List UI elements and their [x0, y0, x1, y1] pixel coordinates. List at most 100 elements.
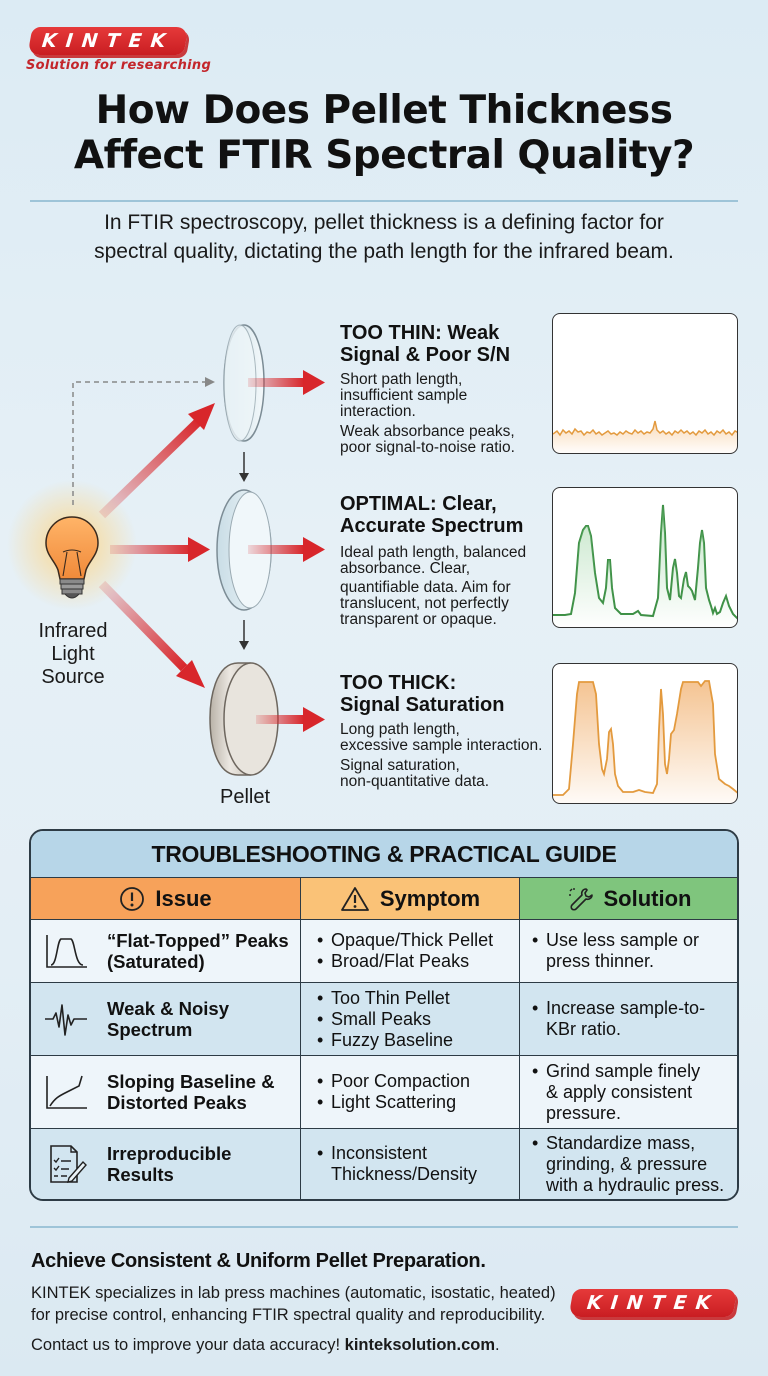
title-line-1: How Does Pellet Thickness	[95, 88, 673, 133]
table-row: Irreproducible Results Inconsistent Thic…	[31, 1129, 737, 1199]
stage-optimal-title: OPTIMAL: Clear, Accurate Spectrum	[340, 493, 523, 537]
solution-line: Standardize mass,	[546, 1132, 696, 1153]
stage-thick-desc: Long path length, excessive sample inter…	[340, 722, 542, 794]
solution-cell: Grind sample finely & apply consistent p…	[519, 1056, 737, 1129]
symptom-cell: Inconsistent Thickness/Density	[300, 1129, 519, 1199]
thin-spectrum-chart	[552, 313, 738, 454]
beam-diagram-graphics	[7, 324, 325, 776]
optimal-pellet-icon	[216, 489, 272, 611]
desc-line: Signal saturation,	[340, 757, 460, 774]
table-header-row: Issue Symptom Solution	[31, 878, 737, 920]
stage-title-line: Accurate Spectrum	[340, 515, 524, 537]
logo-text: KINTEK	[585, 1292, 721, 1314]
footer-divider	[30, 1226, 738, 1228]
beam-to-optimal	[110, 537, 210, 562]
wrench-icon	[568, 887, 593, 911]
symptom-item: Fuzzy Baseline	[315, 1030, 453, 1051]
down-arrow-icon	[239, 452, 249, 482]
solution-item: Grind sample finely & apply consistent p…	[530, 1061, 700, 1124]
issue-cell: Sloping Baseline & Distorted Peaks	[31, 1056, 300, 1129]
desc-line: Short path length,	[340, 371, 463, 388]
symptom-cell: Poor Compaction Light Scattering	[300, 1056, 519, 1129]
pellet-thickness-diagram: Infrared Light Source Pellet TOO THIN: W…	[0, 300, 768, 820]
issue-text: Weak & Noisy Spectrum	[107, 998, 229, 1040]
solution-line: Increase sample-to-	[546, 998, 706, 1018]
stage-title-line: Signal & Poor S/N	[340, 344, 511, 366]
desc-line: poor signal-to-noise ratio.	[340, 439, 515, 456]
issue-line: (Saturated)	[107, 951, 205, 972]
desc-line: excessive sample interaction.	[340, 737, 543, 754]
symptom-line: Inconsistent	[331, 1143, 428, 1163]
pellet-label: Pellet	[219, 786, 271, 808]
header-issue-label: Issue	[155, 885, 212, 911]
desc-line: transparent or opaque.	[340, 611, 497, 628]
stage-thin-title: TOO THIN: Weak Signal & Poor S/N	[340, 322, 510, 366]
symptom-list: Opaque/Thick Pellet Broad/Flat Peaks	[315, 930, 493, 972]
light-bulb-icon	[45, 516, 99, 599]
symptom-item: Light Scattering	[315, 1092, 470, 1113]
symptom-item: Poor Compaction	[315, 1071, 470, 1092]
stage-thick-title: TOO THICK: Signal Saturation	[340, 672, 504, 716]
solution-list: Grind sample finely & apply consistent p…	[530, 1061, 700, 1124]
thick-spectrum-chart	[552, 663, 738, 804]
issue-line: “Flat-Topped” Peaks	[107, 930, 289, 951]
desc-paragraph: Short path length, insufficient sample i…	[340, 372, 515, 420]
table-row: Weak & Noisy Spectrum Too Thin Pellet Sm…	[31, 983, 737, 1056]
solution-line: pressure.	[546, 1102, 622, 1123]
contact-text: Contact us to improve your data accuracy…	[31, 1336, 345, 1354]
desc-line: interaction.	[340, 403, 416, 420]
source-label-line-3: Source	[41, 666, 105, 688]
dashed-arrowhead-icon	[205, 377, 215, 387]
table-title: TROUBLESHOOTING & PRACTICAL GUIDE	[31, 831, 737, 878]
solution-item: Increase sample-to- KBr ratio.	[530, 998, 705, 1040]
intro-line-1: In FTIR spectroscopy, pellet thickness i…	[104, 211, 664, 234]
title-line-2: Affect FTIR Spectral Quality?	[73, 133, 695, 178]
issue-line: Results	[107, 1164, 174, 1185]
kintek-logo: KINTEK	[27, 27, 189, 55]
logo-tagline: Solution for researching	[26, 58, 212, 73]
symptom-item: Broad/Flat Peaks	[315, 951, 493, 972]
source-label-line-2: Light	[51, 643, 95, 665]
exclamation-circle-icon	[120, 886, 145, 911]
header-symptom-label: Symptom	[379, 885, 481, 911]
document-checklist-icon	[50, 1145, 87, 1183]
issue-cell: Irreproducible Results	[31, 1129, 300, 1199]
noisy-spectrum-icon	[553, 420, 737, 453]
issue-line: Sloping Baseline &	[107, 1071, 275, 1092]
divider	[30, 200, 738, 202]
footer-description: KINTEK specializes in lab press machines…	[31, 1282, 591, 1326]
issue-line: Distorted Peaks	[107, 1092, 247, 1113]
down-arrow-icon	[239, 620, 249, 650]
issue-text: Sloping Baseline & Distorted Peaks	[107, 1071, 275, 1113]
header-solution: Solution	[519, 878, 737, 920]
symptom-list: Inconsistent Thickness/Density	[315, 1143, 477, 1185]
solution-cell: Use less sample or press thinner.	[519, 920, 737, 983]
desc-paragraph: Ideal path length, balanced absorbance. …	[340, 545, 526, 577]
source-label-line-1: Infrared	[38, 620, 108, 642]
issue-line: Weak & Noisy	[107, 998, 230, 1019]
exit-beam-thick	[256, 707, 325, 732]
website-link[interactable]: kinteksolution.com	[344, 1336, 496, 1354]
desc-line: insufficient sample	[340, 387, 468, 404]
table-row: “Flat-Topped” Peaks (Saturated) Opaque/T…	[31, 920, 737, 983]
stage-thin-desc: Short path length, insufficient sample i…	[340, 372, 515, 460]
optimal-spectrum-chart	[552, 487, 738, 628]
symptom-cell: Too Thin Pellet Small Peaks Fuzzy Baseli…	[300, 983, 519, 1056]
saturated-spectrum-icon	[553, 680, 737, 803]
desc-paragraph: Long path length, excessive sample inter…	[340, 722, 542, 754]
logo-text: KINTEK	[40, 30, 176, 52]
issue-text: Irreproducible Results	[107, 1143, 231, 1185]
troubleshooting-table: TROUBLESHOOTING & PRACTICAL GUIDE Issue …	[29, 829, 739, 1201]
noisy-signal-icon	[45, 1004, 87, 1036]
flat-top-peak-icon	[46, 935, 87, 968]
intro-text: In FTIR spectroscopy, pellet thickness i…	[20, 208, 748, 266]
desc-paragraph: quantifiable data. Aim for translucent, …	[340, 580, 526, 628]
solution-line: & apply consistent	[546, 1081, 693, 1102]
solution-line: Use less sample or	[546, 930, 700, 950]
symptom-list: Too Thin Pellet Small Peaks Fuzzy Baseli…	[315, 988, 453, 1051]
exit-beam-optimal	[248, 537, 325, 562]
dashed-path	[72, 381, 205, 505]
header-solution-label: Solution	[603, 885, 692, 911]
desc-line: translucent, not perfectly	[340, 595, 509, 612]
footer-contact: Contact us to improve your data accuracy…	[31, 1336, 500, 1355]
